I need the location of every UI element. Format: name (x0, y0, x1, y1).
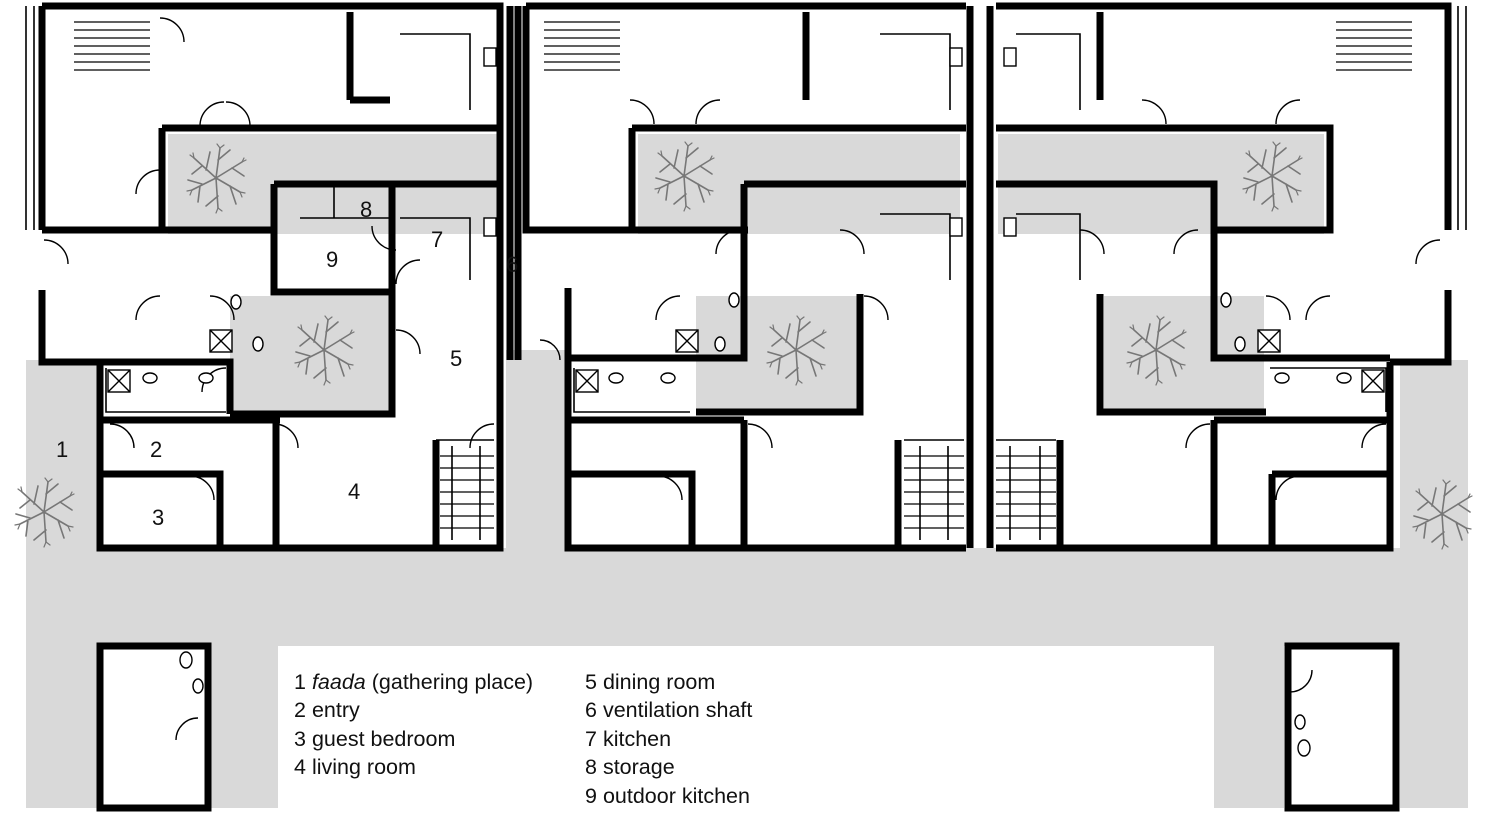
room-label-1: 1 (56, 437, 68, 462)
stairs (74, 21, 1412, 529)
legend: 1 faada (gathering place) 2 entry 3 gues… (278, 646, 1214, 814)
sanitary-fixtures (107, 47, 1385, 757)
legend-item-2: 2 entry (294, 698, 360, 723)
room-label-4: 4 (348, 479, 360, 504)
room-label-9: 9 (326, 247, 338, 272)
legend-column-2: 5 dining room 6 ventilation shaft 7 kitc… (585, 668, 752, 810)
legend-item-7: 7 kitchen (585, 726, 672, 751)
room-label-6: 6 (506, 252, 518, 277)
room-label-8: 8 (360, 197, 372, 222)
room-label-2: 2 (150, 437, 162, 462)
partitions (25, 6, 1467, 540)
door-swings (43, 17, 1441, 741)
legend-item-1: 1 faada (gathering place) (294, 670, 534, 694)
legend-item-3: 3 guest bedroom (294, 726, 456, 751)
walls (38, 2, 1452, 812)
room-label-3: 3 (152, 505, 164, 530)
paving (26, 350, 1468, 808)
legend-item-4: 4 living room (294, 755, 416, 780)
room-numbers: 1 2 3 4 5 6 7 8 9 (56, 197, 518, 530)
legend-item-8: 8 storage (585, 755, 675, 780)
legend-item-5: 5 dining room (585, 670, 716, 694)
room-label-5: 5 (450, 346, 462, 371)
legend-item-9: 9 outdoor kitchen (585, 783, 750, 808)
legend-item-6: 6 ventilation shaft (585, 698, 753, 723)
legend-column-1: 1 faada (gathering place) 2 entry 3 gues… (294, 668, 533, 782)
room-label-7: 7 (431, 227, 443, 252)
